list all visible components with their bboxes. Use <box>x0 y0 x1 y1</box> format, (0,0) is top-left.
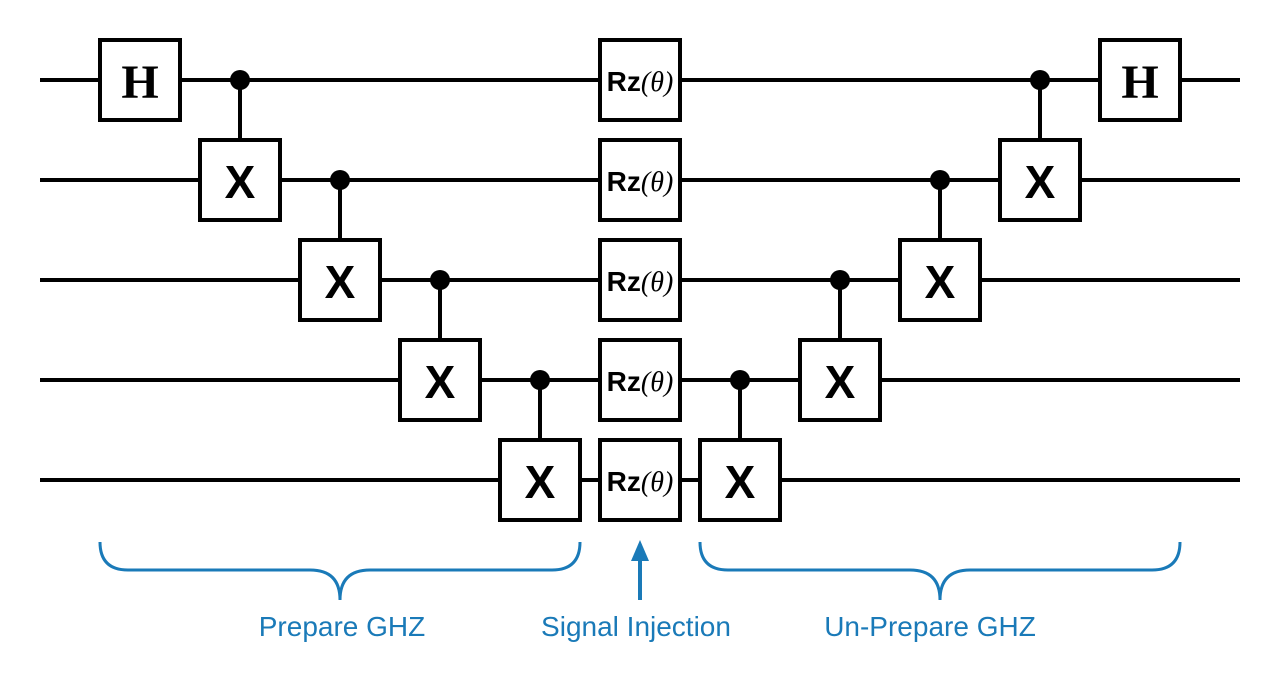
control-dot <box>830 270 850 290</box>
cnot-target-gate: X <box>198 138 282 222</box>
rz-gate: Rz(θ) <box>598 438 682 522</box>
control-dot <box>530 370 550 390</box>
prepare-brace <box>98 541 582 601</box>
signal-injection-label: Signal Injection <box>541 611 731 642</box>
x-gate-label: X <box>825 356 856 408</box>
cnot-target-gate: X <box>298 238 382 322</box>
control-dot <box>1030 70 1050 90</box>
cnot-target-gate: X <box>798 338 882 422</box>
x-gate-label: X <box>725 456 756 508</box>
cnot-controls <box>230 70 1050 440</box>
cnot-target-gate: X <box>498 438 582 522</box>
injection-arrow-head-icon <box>631 540 649 561</box>
rz-name: Rz <box>607 66 641 97</box>
rz-name: Rz <box>607 266 641 297</box>
hadamard-gate-left: H <box>98 38 182 122</box>
x-gate-label: X <box>325 256 356 308</box>
rz-param: (θ) <box>641 167 673 198</box>
rz-gate: Rz(θ) <box>598 238 682 322</box>
x-gate-label: X <box>425 356 456 408</box>
hadamard-label: H <box>1121 56 1158 109</box>
rz-param: (θ) <box>641 67 673 98</box>
cnot-target-gate: X <box>898 238 982 322</box>
hadamard-gate-right: H <box>1098 38 1182 122</box>
unprepare-ghz-label: Un-Prepare GHZ <box>824 611 1036 642</box>
rz-gate-label: Rz(θ) <box>607 266 674 298</box>
hadamard-label: H <box>121 56 158 109</box>
annotations <box>98 541 1182 601</box>
cnot-target-gate: X <box>698 438 782 522</box>
rz-name: Rz <box>607 166 641 197</box>
x-gate-label: X <box>225 156 256 208</box>
rz-gate-label: Rz(θ) <box>607 366 674 398</box>
unprepare-brace <box>698 541 1182 601</box>
rz-gate: Rz(θ) <box>598 138 682 222</box>
control-dot <box>330 170 350 190</box>
rz-gate-label: Rz(θ) <box>607 466 674 498</box>
prepare-ghz-label: Prepare GHZ <box>259 611 426 642</box>
control-dot <box>730 370 750 390</box>
x-gate-label: X <box>525 456 556 508</box>
rz-gate: Rz(θ) <box>598 338 682 422</box>
x-gate-label: X <box>1025 156 1056 208</box>
rz-gate: Rz(θ) <box>598 38 682 122</box>
rz-param: (θ) <box>641 267 673 298</box>
rz-gate-label: Rz(θ) <box>607 66 674 98</box>
rz-param: (θ) <box>641 467 673 498</box>
rz-name: Rz <box>607 466 641 497</box>
control-dot <box>430 270 450 290</box>
cnot-target-gate: X <box>398 338 482 422</box>
control-dot <box>930 170 950 190</box>
rz-param: (θ) <box>641 367 673 398</box>
control-dot <box>230 70 250 90</box>
rz-name: Rz <box>607 366 641 397</box>
cnot-target-gate: X <box>998 138 1082 222</box>
rz-gate-label: Rz(θ) <box>607 166 674 198</box>
x-gate-label: X <box>925 256 956 308</box>
